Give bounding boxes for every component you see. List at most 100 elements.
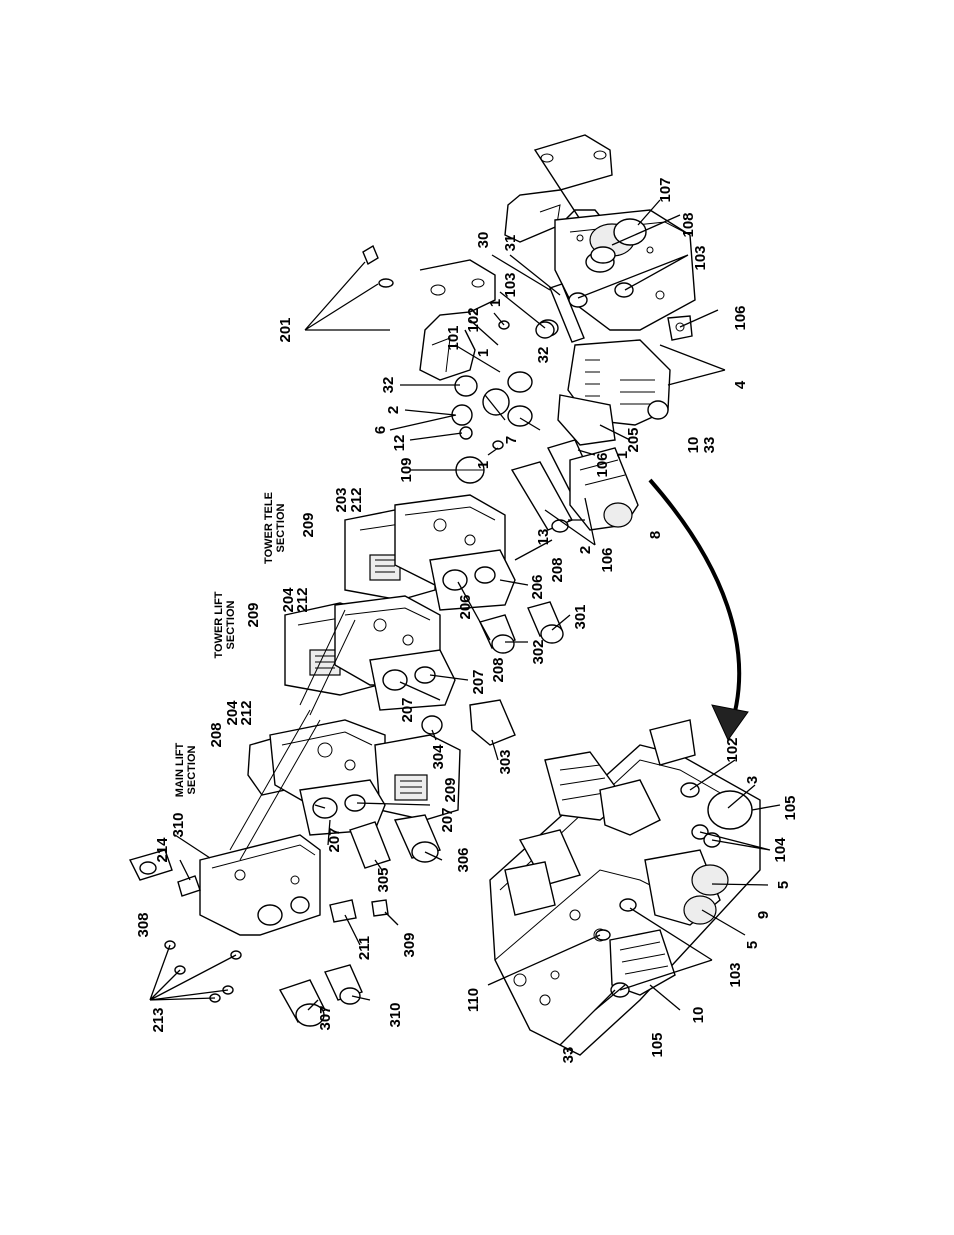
assembled-valves-top — [504, 719, 696, 916]
callout-207-tower-b: 207 — [470, 669, 487, 694]
callout-209-tower: 209 — [245, 602, 262, 627]
callout-103-right: 103 — [692, 245, 709, 270]
mounting-bracket-small — [419, 259, 496, 381]
inlet-block-210 — [199, 834, 321, 936]
callout-211: 211 — [356, 936, 373, 960]
callout-212-tele: 212 — [348, 487, 365, 512]
callout-204-main: 204 — [224, 700, 241, 726]
callout-12: 12 — [391, 435, 408, 452]
callout-32-right: 32 — [535, 347, 552, 364]
callout-207-main-b: 207 — [439, 807, 456, 832]
callout-31: 31 — [502, 235, 519, 252]
callout-105-lower: 105 — [649, 1032, 666, 1057]
callout-206-b: 206 — [529, 574, 546, 599]
assembled-coils-bottom — [609, 849, 729, 996]
tower-tele-spacer-206 — [429, 549, 516, 611]
callout-101: 101 — [445, 325, 462, 350]
callout-109: 109 — [398, 457, 415, 482]
section-title-tower-lift: TOWER LIFTSECTION — [213, 591, 237, 658]
callout-306: 306 — [455, 847, 472, 872]
callout-305: 305 — [375, 867, 392, 892]
callout-307: 307 — [317, 1005, 334, 1030]
callout-33-lower: 33 — [560, 1047, 577, 1064]
callout-1-top: 1 — [487, 299, 504, 307]
callout-304: 304 — [430, 744, 447, 770]
callout-108: 108 — [680, 212, 697, 237]
bracket-bolt — [362, 244, 394, 288]
callout-212-main: 212 — [238, 700, 255, 725]
callout-10-top: 10 — [685, 437, 702, 454]
callout-208-tele: 208 — [549, 557, 566, 582]
callout-301: 301 — [572, 604, 589, 629]
callout-1-right: 1 — [614, 451, 631, 459]
callout-4: 4 — [732, 380, 749, 389]
callout-209-tele: 209 — [300, 512, 317, 537]
fitting-106-right — [667, 315, 693, 341]
callout-103-lower: 103 — [727, 962, 744, 987]
callout-106-top: 106 — [732, 305, 749, 330]
callout-303: 303 — [497, 749, 514, 774]
main-lift-spacer-207 — [299, 779, 386, 836]
callout-107: 107 — [657, 177, 674, 202]
callout-309: 309 — [401, 932, 418, 957]
callout-205: 205 — [625, 427, 642, 452]
callout-207-tower-a: 207 — [399, 697, 416, 722]
fittings-307-310 — [278, 964, 363, 1027]
callout-208-main: 208 — [208, 722, 225, 747]
callout-3: 3 — [744, 776, 761, 784]
fittings-303-304 — [421, 699, 516, 746]
callout-102-top: 102 — [465, 307, 482, 332]
section-title-tower-tele: TOWER TELESECTION — [263, 492, 287, 564]
stem-30-31 — [549, 283, 585, 343]
callout-310: 310 — [387, 1002, 404, 1027]
callout-8: 8 — [647, 531, 664, 539]
callout-209-main: 209 — [442, 777, 459, 802]
callout-9: 9 — [755, 911, 772, 919]
callout-106-lower: 106 — [599, 547, 616, 572]
callout-5-lower: 5 — [744, 941, 761, 949]
callout-206-a: 206 — [457, 594, 474, 619]
tower-tele-title: TOWER TELESECTION — [263, 492, 287, 564]
callout-6: 6 — [372, 426, 389, 434]
fittings-305-306 — [349, 814, 441, 869]
callout-2-top: 2 — [385, 406, 402, 414]
callout-5-right: 5 — [775, 881, 792, 889]
callout-105-right: 105 — [782, 795, 799, 820]
callout-2-lower: 2 — [577, 546, 594, 554]
callout-7: 7 — [503, 436, 520, 444]
callout-203: 203 — [333, 487, 350, 512]
callout-213: 213 — [150, 1007, 167, 1032]
callouts: 201 107 108 30 31 103 1 102 101 32 32 2 … — [135, 177, 799, 1063]
callout-207-main-a: 207 — [326, 827, 343, 852]
tower-lift-title: TOWER LIFTSECTION — [213, 591, 237, 658]
fittings-211-309 — [329, 899, 389, 923]
tie-rods-212 — [229, 609, 356, 861]
callout-110: 110 — [465, 988, 482, 1012]
fittings-301-302 — [479, 601, 564, 654]
main-lift-valve-209 — [374, 734, 461, 821]
callout-10-lower: 10 — [690, 1007, 707, 1024]
solenoid-valve-205 — [557, 394, 616, 446]
callout-33-top: 33 — [701, 437, 718, 454]
leader-lines — [149, 199, 781, 1046]
callout-302: 302 — [530, 639, 547, 664]
callout-308: 308 — [135, 912, 152, 937]
callout-214: 214 — [154, 837, 171, 863]
callout-201: 201 — [277, 317, 294, 342]
callout-104: 104 — [772, 837, 789, 863]
callout-106-mid: 106 — [594, 452, 611, 477]
callout-13: 13 — [535, 529, 552, 546]
callout-1-lower: 1 — [475, 461, 492, 469]
callout-210: 310 — [170, 812, 187, 837]
tower-lift-spacer-207 — [369, 649, 456, 711]
callout-102-lower: 102 — [724, 737, 741, 762]
callout-1-mid: 1 — [475, 349, 492, 357]
callout-212-tower: 212 — [294, 587, 311, 612]
main-lift-title: MAIN LIFTSECTION — [174, 743, 198, 798]
assembly-arrow — [648, 478, 749, 741]
callout-30: 30 — [475, 232, 492, 249]
fitting-214-308 — [128, 849, 201, 897]
small-parts-cluster — [451, 320, 555, 484]
callout-204-tower: 204 — [280, 587, 297, 613]
